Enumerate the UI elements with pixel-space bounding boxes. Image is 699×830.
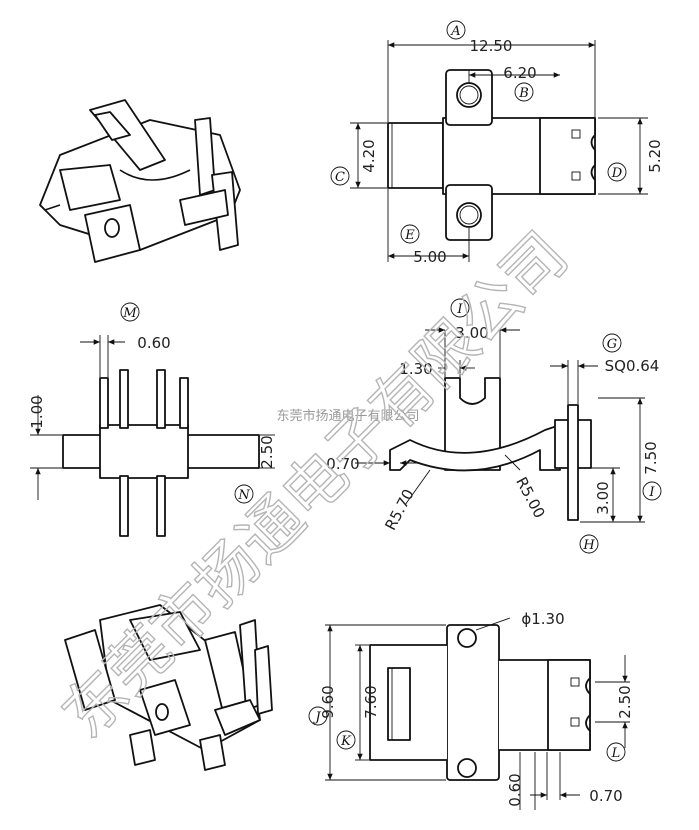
dim-b-value: 6.20 <box>503 64 536 82</box>
svg-text:E: E <box>404 228 415 243</box>
svg-text:B: B <box>518 86 529 101</box>
svg-text:N: N <box>237 488 250 503</box>
dim-k-value: 7.60 <box>362 685 380 718</box>
dim-k-label: K <box>336 730 356 750</box>
watermark-small: 东莞市扬通电子有限公司 <box>276 408 419 424</box>
dim-l-label: L <box>606 742 626 762</box>
dim-g-label: G <box>602 333 622 353</box>
dim-e-label: E <box>400 224 420 244</box>
dim-j-value: 9.60 <box>319 685 337 718</box>
dim-c-label: C <box>330 166 350 186</box>
dim-i1-value: 3.00 <box>455 324 488 342</box>
dim-r57-value: R5.70 <box>381 486 417 533</box>
iso-view-bottom <box>64 604 273 771</box>
dim-side-value: 1.00 <box>28 395 46 428</box>
dim-e-value: 5.00 <box>413 248 446 266</box>
dim-bottom07-value: 0.70 <box>589 787 622 805</box>
dim-c-value: 4.20 <box>360 139 378 172</box>
dim-l-value: 2.50 <box>616 685 634 718</box>
svg-text:J: J <box>312 710 321 725</box>
dim-m-label: M <box>120 302 140 322</box>
svg-text:H: H <box>582 538 595 553</box>
svg-text:I: I <box>456 302 463 317</box>
dim-bottom06-value: 0.60 <box>506 773 524 806</box>
dim-i2-value: 7.50 <box>642 441 660 474</box>
dim-n-value: 2.50 <box>258 435 276 468</box>
dim-a-label: A <box>446 20 466 40</box>
svg-text:L: L <box>611 746 621 761</box>
dim-h-value: 3.00 <box>594 481 612 514</box>
side-view-left <box>30 335 275 537</box>
dim-i1-offset: 1.30 <box>399 360 432 378</box>
plan-view-bottom <box>325 617 630 810</box>
dim-i2-label: I <box>642 481 662 501</box>
dim-h-label: H <box>579 534 599 554</box>
dim-n-label: N <box>234 484 254 504</box>
svg-text:M: M <box>122 306 137 321</box>
svg-text:C: C <box>335 170 345 185</box>
dim-hole-value: ϕ1.30 <box>521 610 564 628</box>
dim-d-value: 5.20 <box>646 139 664 172</box>
side-view-right <box>355 327 645 523</box>
dim-lead-value: 0.70 <box>326 455 359 473</box>
svg-text:A: A <box>450 24 460 39</box>
svg-text:I: I <box>648 485 655 500</box>
dim-a-value: 12.50 <box>470 37 513 55</box>
dim-i1-label: I <box>450 298 470 318</box>
dim-d-label: D <box>607 162 627 182</box>
dim-j-label: J <box>308 706 328 726</box>
svg-text:D: D <box>611 166 623 181</box>
dim-r50-value: R5.00 <box>512 474 548 521</box>
iso-view-top <box>39 99 241 263</box>
dim-b-label: B <box>514 82 534 102</box>
svg-text:K: K <box>340 734 352 749</box>
plan-view-top <box>350 40 648 262</box>
dim-g-value: SQ0.64 <box>605 357 660 375</box>
dim-m-value: 0.60 <box>137 334 170 352</box>
svg-text:G: G <box>607 337 617 352</box>
